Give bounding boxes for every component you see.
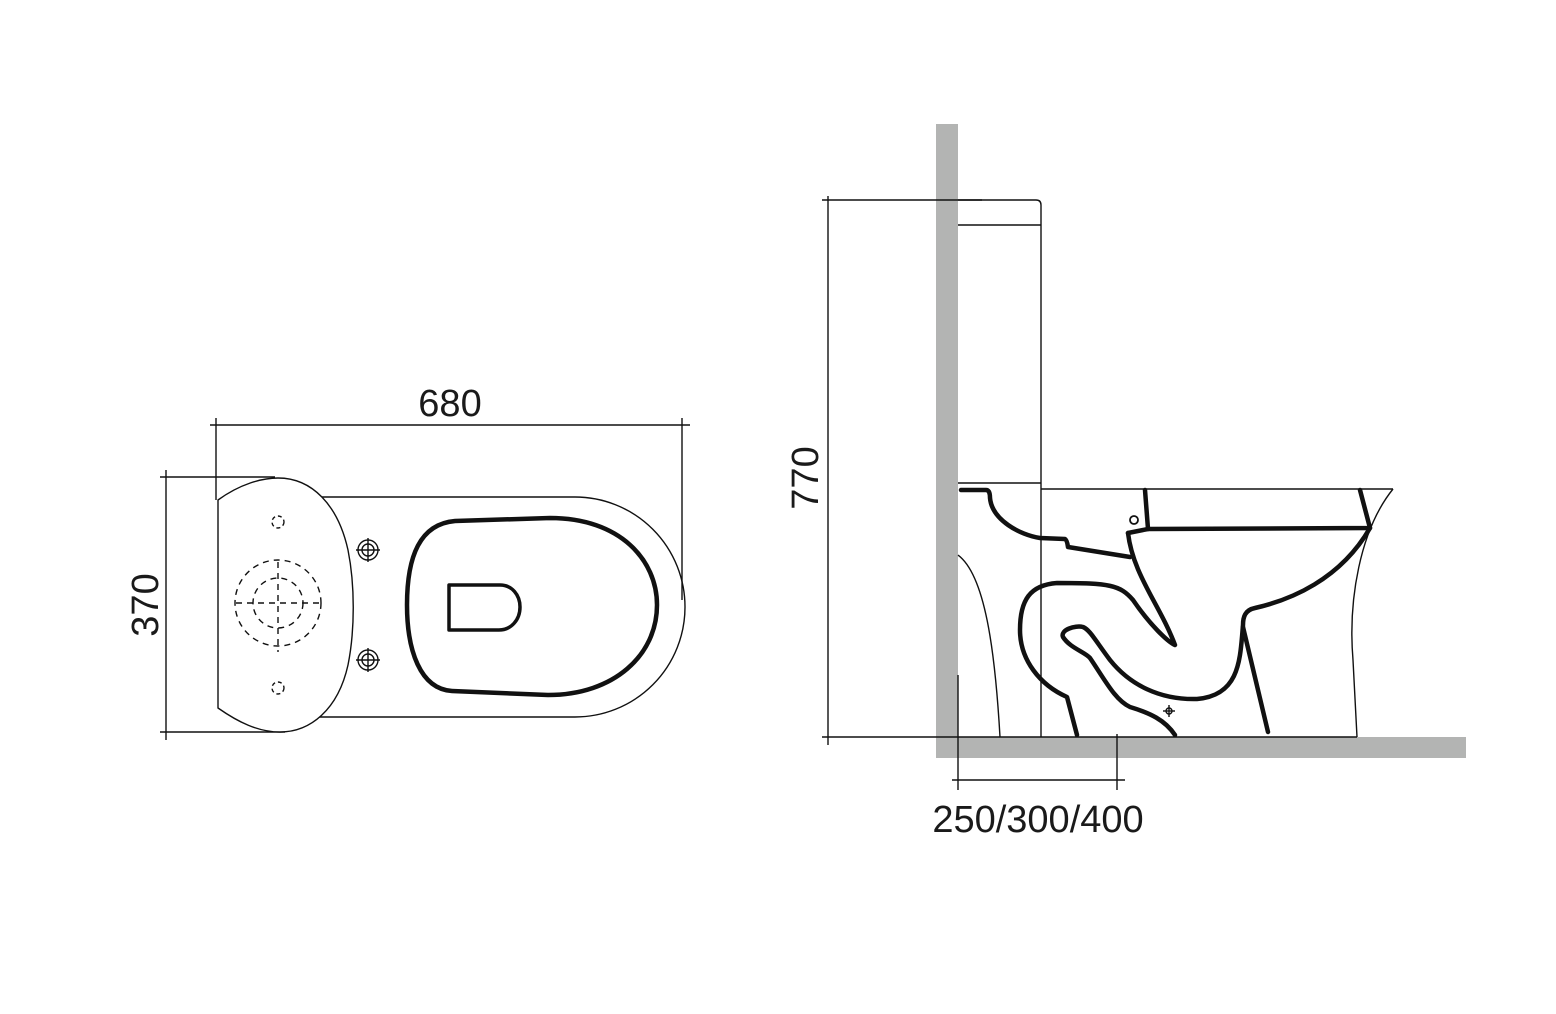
rear-body-outline (957, 554, 1001, 738)
length-label: 680 (418, 383, 481, 425)
tank-outline (217, 477, 354, 733)
tank-hole-icon (271, 681, 285, 695)
flush-valve-crosshair-icon (234, 559, 322, 652)
height-label: 770 (785, 446, 827, 509)
hinge-icon (1129, 515, 1139, 525)
bowl-rear-trapway (1017, 530, 1178, 738)
height-dimension: 770 (785, 196, 982, 745)
bowl-outline (318, 496, 686, 718)
bolt-icon (356, 538, 380, 562)
width-dimension: 370 (125, 470, 285, 740)
front-body-outline (1351, 488, 1394, 738)
seat-hinge (1125, 487, 1151, 536)
tank-channel (958, 487, 1133, 560)
floor (936, 737, 1466, 758)
seat-outline (404, 515, 660, 698)
tank-hole-icon (271, 515, 285, 529)
width-label: 370 (125, 573, 167, 636)
length-dimension: 680 (210, 383, 690, 600)
bolt-icon (356, 648, 380, 672)
front-leg-line (1240, 624, 1271, 735)
rough-in-dimension: 250/300/400 (932, 675, 1144, 841)
rough-in-label: 250/300/400 (932, 799, 1143, 841)
center-mark-icon (1163, 705, 1175, 717)
wall (936, 124, 958, 758)
tank-outline (958, 199, 1042, 737)
side-view: 770 250/300/400 (785, 124, 1466, 841)
drain-opening (447, 583, 522, 632)
bowl-inner-trapway (1060, 525, 1373, 738)
top-view: 680 370 (125, 383, 690, 740)
seat-line (1145, 487, 1373, 532)
